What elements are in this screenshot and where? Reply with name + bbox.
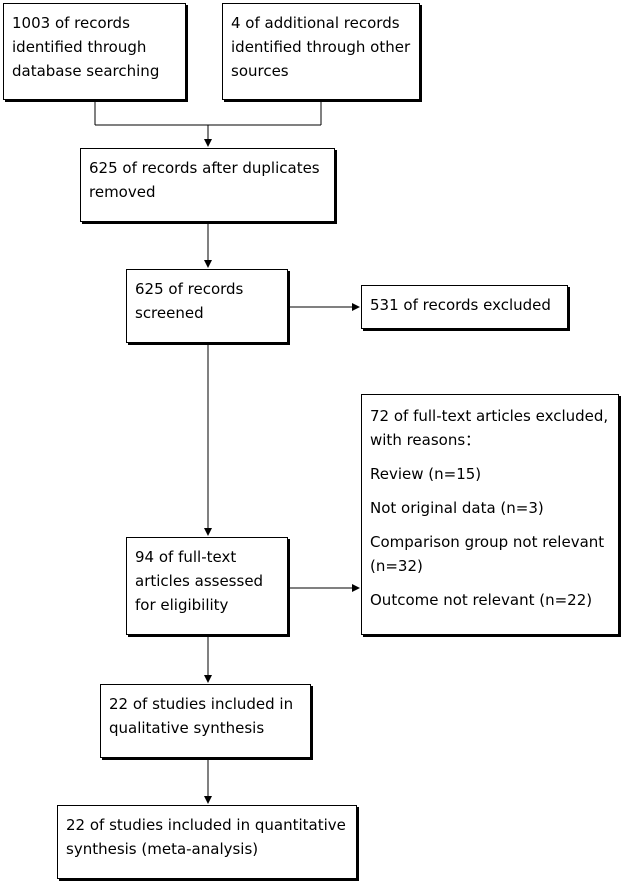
- quantitative-synthesis-box: 22 of studies included in quantitative s…: [57, 805, 357, 879]
- records-after-duplicates-box: 625 of records after duplicates removed: [80, 148, 335, 222]
- fulltext-excluded-box: 72 of full-text articles excluded, with …: [361, 394, 619, 635]
- exclusion-reason: (n=32): [370, 557, 423, 575]
- box-text-line: 531 of records excluded: [370, 296, 551, 314]
- box-text-line: articles assessed: [135, 572, 264, 590]
- exclusion-reason: Comparison group not relevant: [370, 533, 605, 551]
- spacer: [370, 486, 610, 496]
- box-text-line: 22 of studies included in: [109, 695, 294, 713]
- spacer: [370, 578, 610, 588]
- box-text-line: identified through: [12, 38, 147, 56]
- box-text-line: 625 of records after duplicates: [89, 159, 320, 177]
- box-text-line: database searching: [12, 62, 160, 80]
- box-text-line: screened: [135, 304, 204, 322]
- box-text-line: with reasons：: [370, 431, 481, 449]
- records-excluded-box: 531 of records excluded: [361, 285, 568, 329]
- box-text-line: 72 of full-text articles excluded,: [370, 407, 609, 425]
- box-text-line: sources: [231, 62, 289, 80]
- qualitative-synthesis-box: 22 of studies included in qualitative sy…: [100, 684, 311, 758]
- records-identified-database-box: 1003 of records identified through datab…: [3, 3, 186, 100]
- box-text-line: identified through other: [231, 38, 411, 56]
- records-identified-other-box: 4 of additional records identified throu…: [222, 3, 420, 100]
- fulltext-assessed-box: 94 of full-text articles assessed for el…: [126, 537, 288, 635]
- box-text-line: 94 of full-text: [135, 548, 237, 566]
- box-text-line: qualitative synthesis: [109, 719, 265, 737]
- box-text-line: 4 of additional records: [231, 14, 400, 32]
- box-text-line: 22 of studies included in quantitative: [66, 816, 346, 834]
- box-text-line: synthesis (meta-analysis): [66, 840, 259, 858]
- exclusion-reason: Not original data (n=3): [370, 499, 544, 517]
- box-text-line: removed: [89, 183, 156, 201]
- box-text-line: 625 of records: [135, 280, 244, 298]
- records-screened-box: 625 of records screened: [126, 269, 288, 343]
- spacer: [370, 452, 610, 462]
- box-text-line: 1003 of records: [12, 14, 130, 32]
- box-text-line: for eligibility: [135, 596, 229, 614]
- spacer: [370, 520, 610, 530]
- exclusion-reason: Outcome not relevant (n=22): [370, 591, 593, 609]
- exclusion-reason: Review (n=15): [370, 465, 482, 483]
